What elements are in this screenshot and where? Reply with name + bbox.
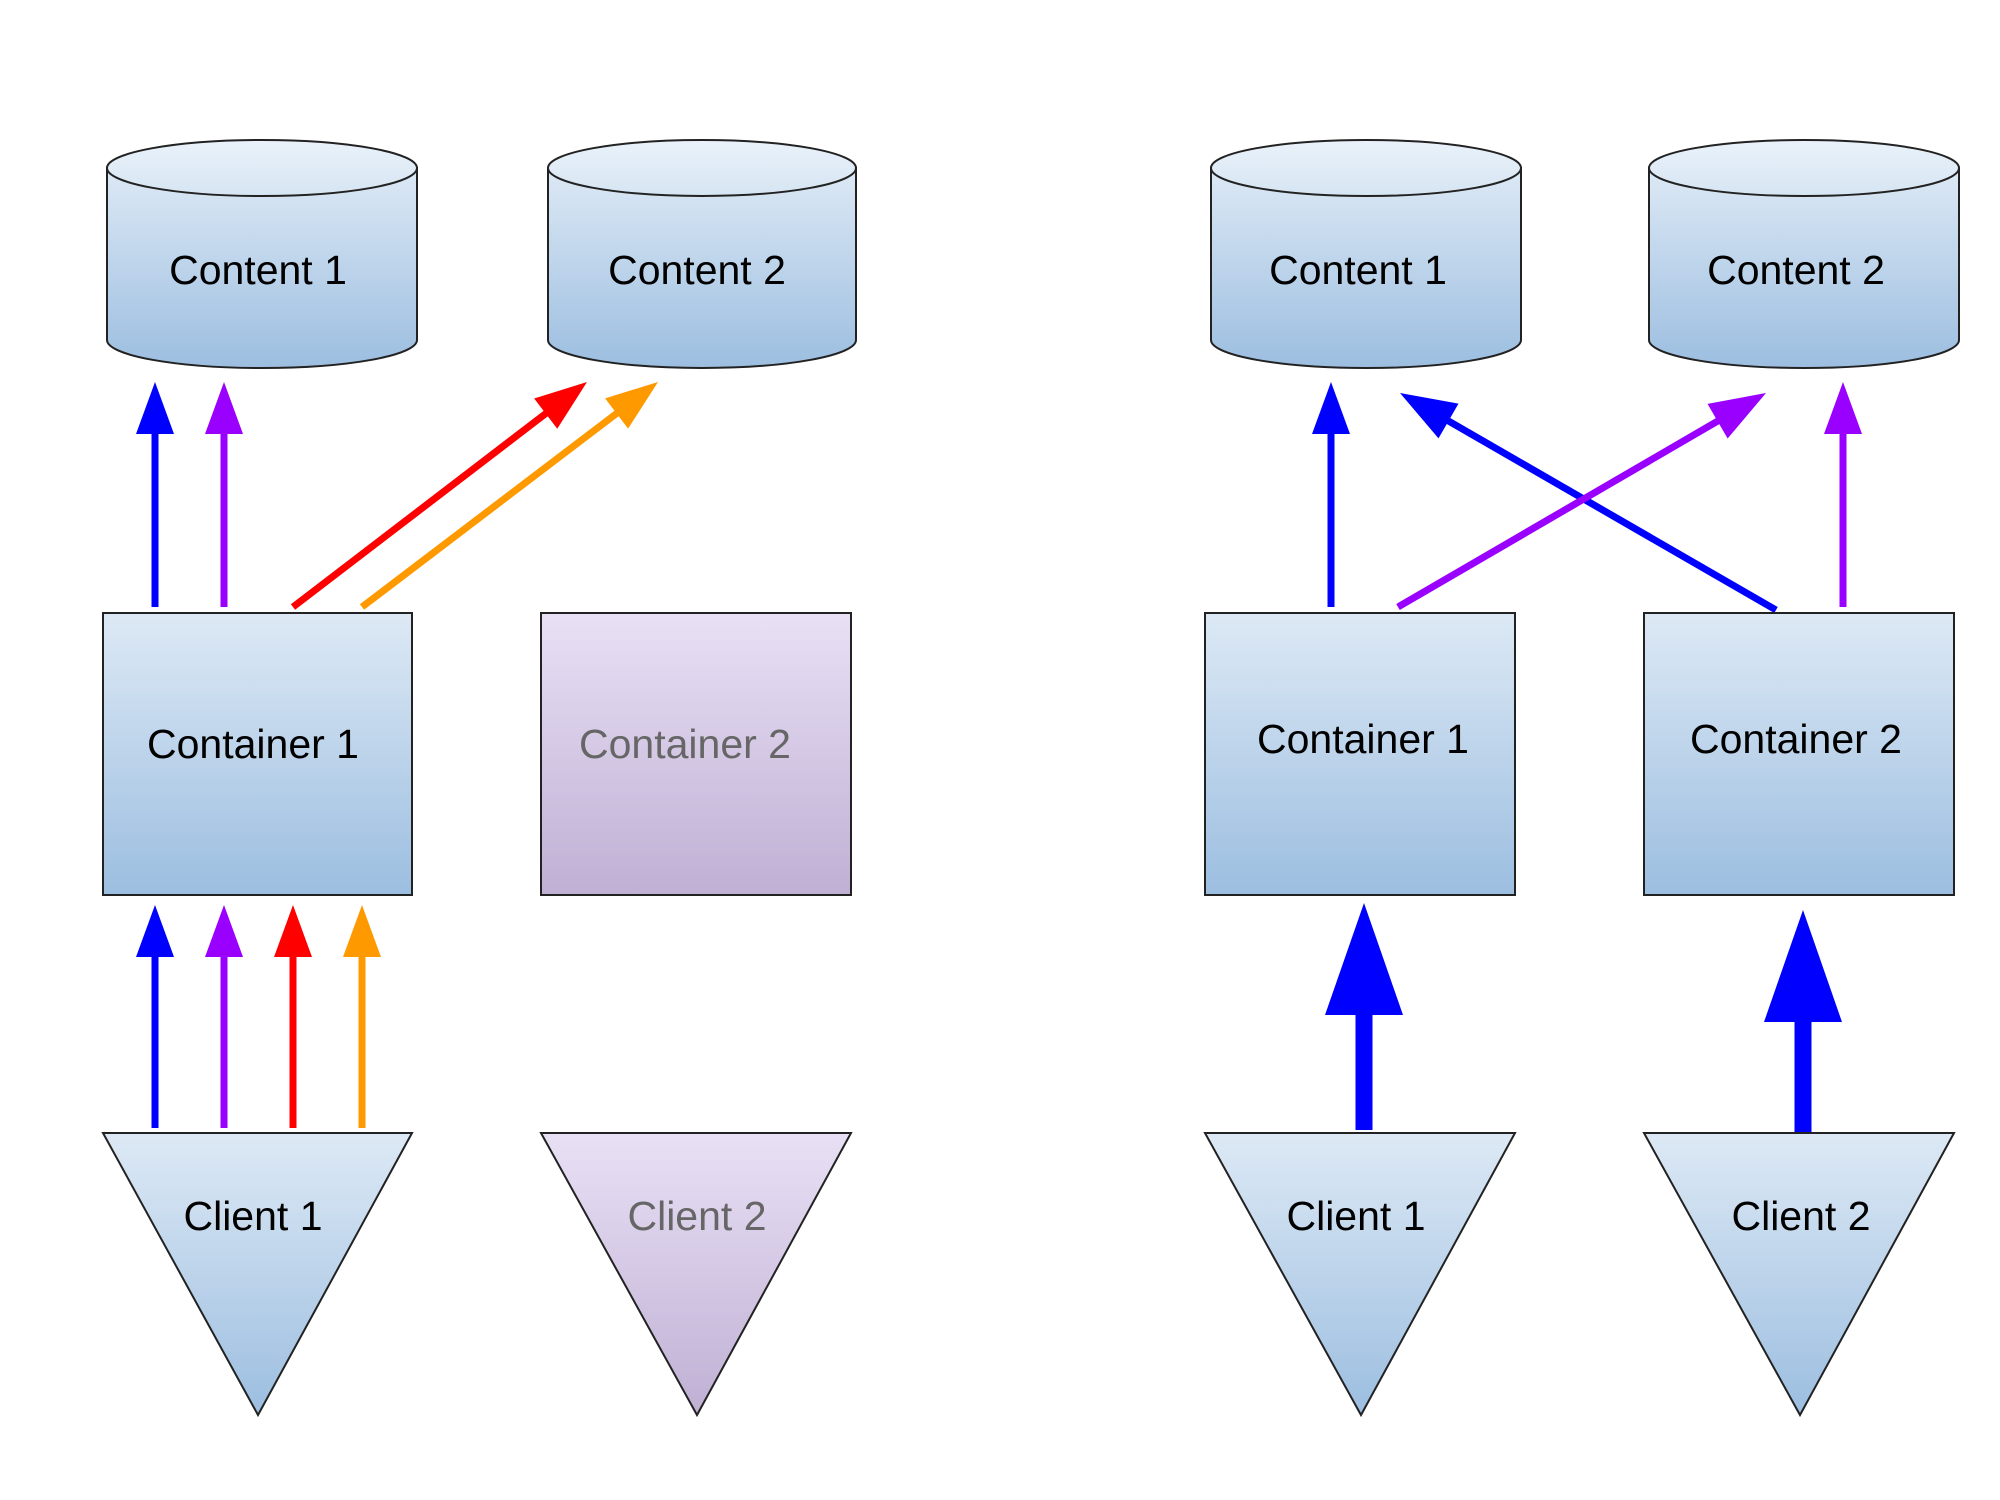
left-container1-content2-arrow-orange (359, 382, 658, 610)
right-client-1-label: Client 1 (1286, 1193, 1425, 1239)
left-container1-content2-arrow-red (290, 382, 587, 610)
right-container2-content2-arrow (1824, 382, 1862, 607)
left-container-1-box[interactable]: Container 1 (102, 612, 413, 896)
left-content-1-cylinder[interactable]: Content 1 (106, 139, 418, 369)
right-client-2-triangle[interactable]: Client 2 (1642, 1132, 1956, 1418)
right-container1-content1-arrow (1312, 382, 1350, 607)
right-content-1-label: Content 1 (1269, 247, 1447, 293)
left-content-2-label: Content 2 (608, 247, 786, 293)
right-content-2-label: Content 2 (1707, 247, 1885, 293)
right-client2-container2-arrow (1764, 910, 1842, 1137)
left-client1-container1-arrow-red (274, 905, 312, 1128)
right-client-1-triangle[interactable]: Client 1 (1203, 1132, 1517, 1418)
right-container1-content2-arrow (1396, 393, 1766, 611)
left-client-2-triangle[interactable]: Client 2 (539, 1132, 853, 1418)
left-client-1-triangle[interactable]: Client 1 (101, 1132, 414, 1418)
edges-layer (136, 382, 1862, 1137)
right-client-2-label: Client 2 (1731, 1193, 1870, 1239)
right-content-1-cylinder[interactable]: Content 1 (1210, 139, 1522, 369)
left-container1-content1-arrow-blue (136, 382, 174, 607)
left-diagram: Content 1 Content 2 Container 1 Containe… (101, 139, 857, 1418)
left-client1-container1-arrow-blue (136, 905, 174, 1128)
right-container-2-label: Container 2 (1690, 716, 1902, 762)
left-client-1-label: Client 1 (183, 1193, 322, 1239)
left-container-2-label: Container 2 (579, 721, 791, 767)
left-content-2-cylinder[interactable]: Content 2 (547, 139, 857, 369)
right-diagram: Content 1 Content 2 Container 1 Containe… (1203, 139, 1960, 1418)
left-client1-container1-arrow-orange (343, 905, 381, 1128)
left-client1-container1-arrow-purple (205, 905, 243, 1128)
right-container-2-box[interactable]: Container 2 (1643, 612, 1955, 896)
right-client1-container1-arrow (1325, 903, 1403, 1130)
right-container-1-box[interactable]: Container 1 (1204, 612, 1516, 896)
left-client-2-label: Client 2 (627, 1193, 766, 1239)
left-container1-content1-arrow-purple (205, 382, 243, 607)
right-container-1-label: Container 1 (1257, 716, 1469, 762)
left-content-1-label: Content 1 (169, 247, 347, 293)
left-container-1-label: Container 1 (147, 721, 359, 767)
right-content-2-cylinder[interactable]: Content 2 (1648, 139, 1960, 369)
left-container-2-box[interactable]: Container 2 (540, 612, 852, 896)
right-container2-content1-arrow (1400, 393, 1778, 614)
